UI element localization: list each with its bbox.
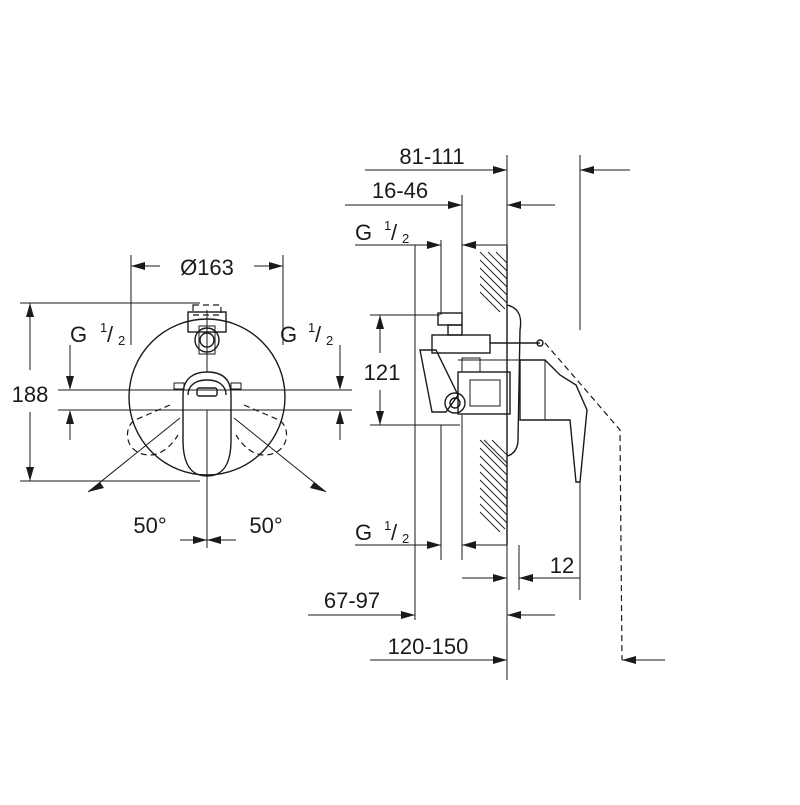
- depth-a-label: 67-97: [324, 588, 380, 613]
- svg-text:2: 2: [402, 231, 409, 246]
- angle-right-label: 50°: [249, 513, 282, 538]
- inlet-left-label: G 1 / 2: [70, 320, 125, 348]
- svg-text:/: /: [391, 520, 398, 545]
- handle-side: [519, 342, 623, 661]
- lever-handle: [182, 371, 232, 477]
- depth-total-label: 81-111: [399, 144, 464, 169]
- svg-text:G: G: [355, 520, 372, 545]
- svg-text:1: 1: [384, 518, 391, 533]
- svg-text:2: 2: [118, 333, 125, 348]
- svg-text:1: 1: [384, 218, 391, 233]
- inlet-top-label: G 1 / 2: [355, 218, 409, 246]
- svg-text:2: 2: [402, 531, 409, 546]
- body-height-label: 121: [364, 360, 401, 385]
- svg-text:G: G: [355, 220, 372, 245]
- svg-text:G: G: [280, 322, 297, 347]
- svg-text:/: /: [107, 322, 114, 347]
- svg-text:2: 2: [326, 333, 333, 348]
- valve-body: [419, 304, 544, 457]
- depth-b-label: 120-150: [388, 634, 469, 659]
- height-label: 188: [12, 382, 49, 407]
- inlet-right-label: G 1 / 2: [280, 320, 333, 348]
- svg-text:/: /: [391, 220, 398, 245]
- plate-label: 12: [550, 553, 574, 578]
- svg-text:G: G: [70, 322, 87, 347]
- angle-left-label: 50°: [133, 513, 166, 538]
- svg-text:1: 1: [308, 320, 315, 335]
- svg-text:1: 1: [100, 320, 107, 335]
- svg-text:/: /: [315, 322, 322, 347]
- front-view: Ø163 188 G 1 / 2 G 1 / 2: [12, 255, 352, 548]
- side-view: 81-111 16-46 G 1 / 2 121 G: [308, 144, 665, 680]
- depth-inner-label: 16-46: [372, 178, 428, 203]
- inlet-bottom-label: G 1 / 2: [355, 518, 409, 546]
- wall-hatch: [479, 244, 508, 546]
- diameter-label: Ø163: [180, 255, 234, 280]
